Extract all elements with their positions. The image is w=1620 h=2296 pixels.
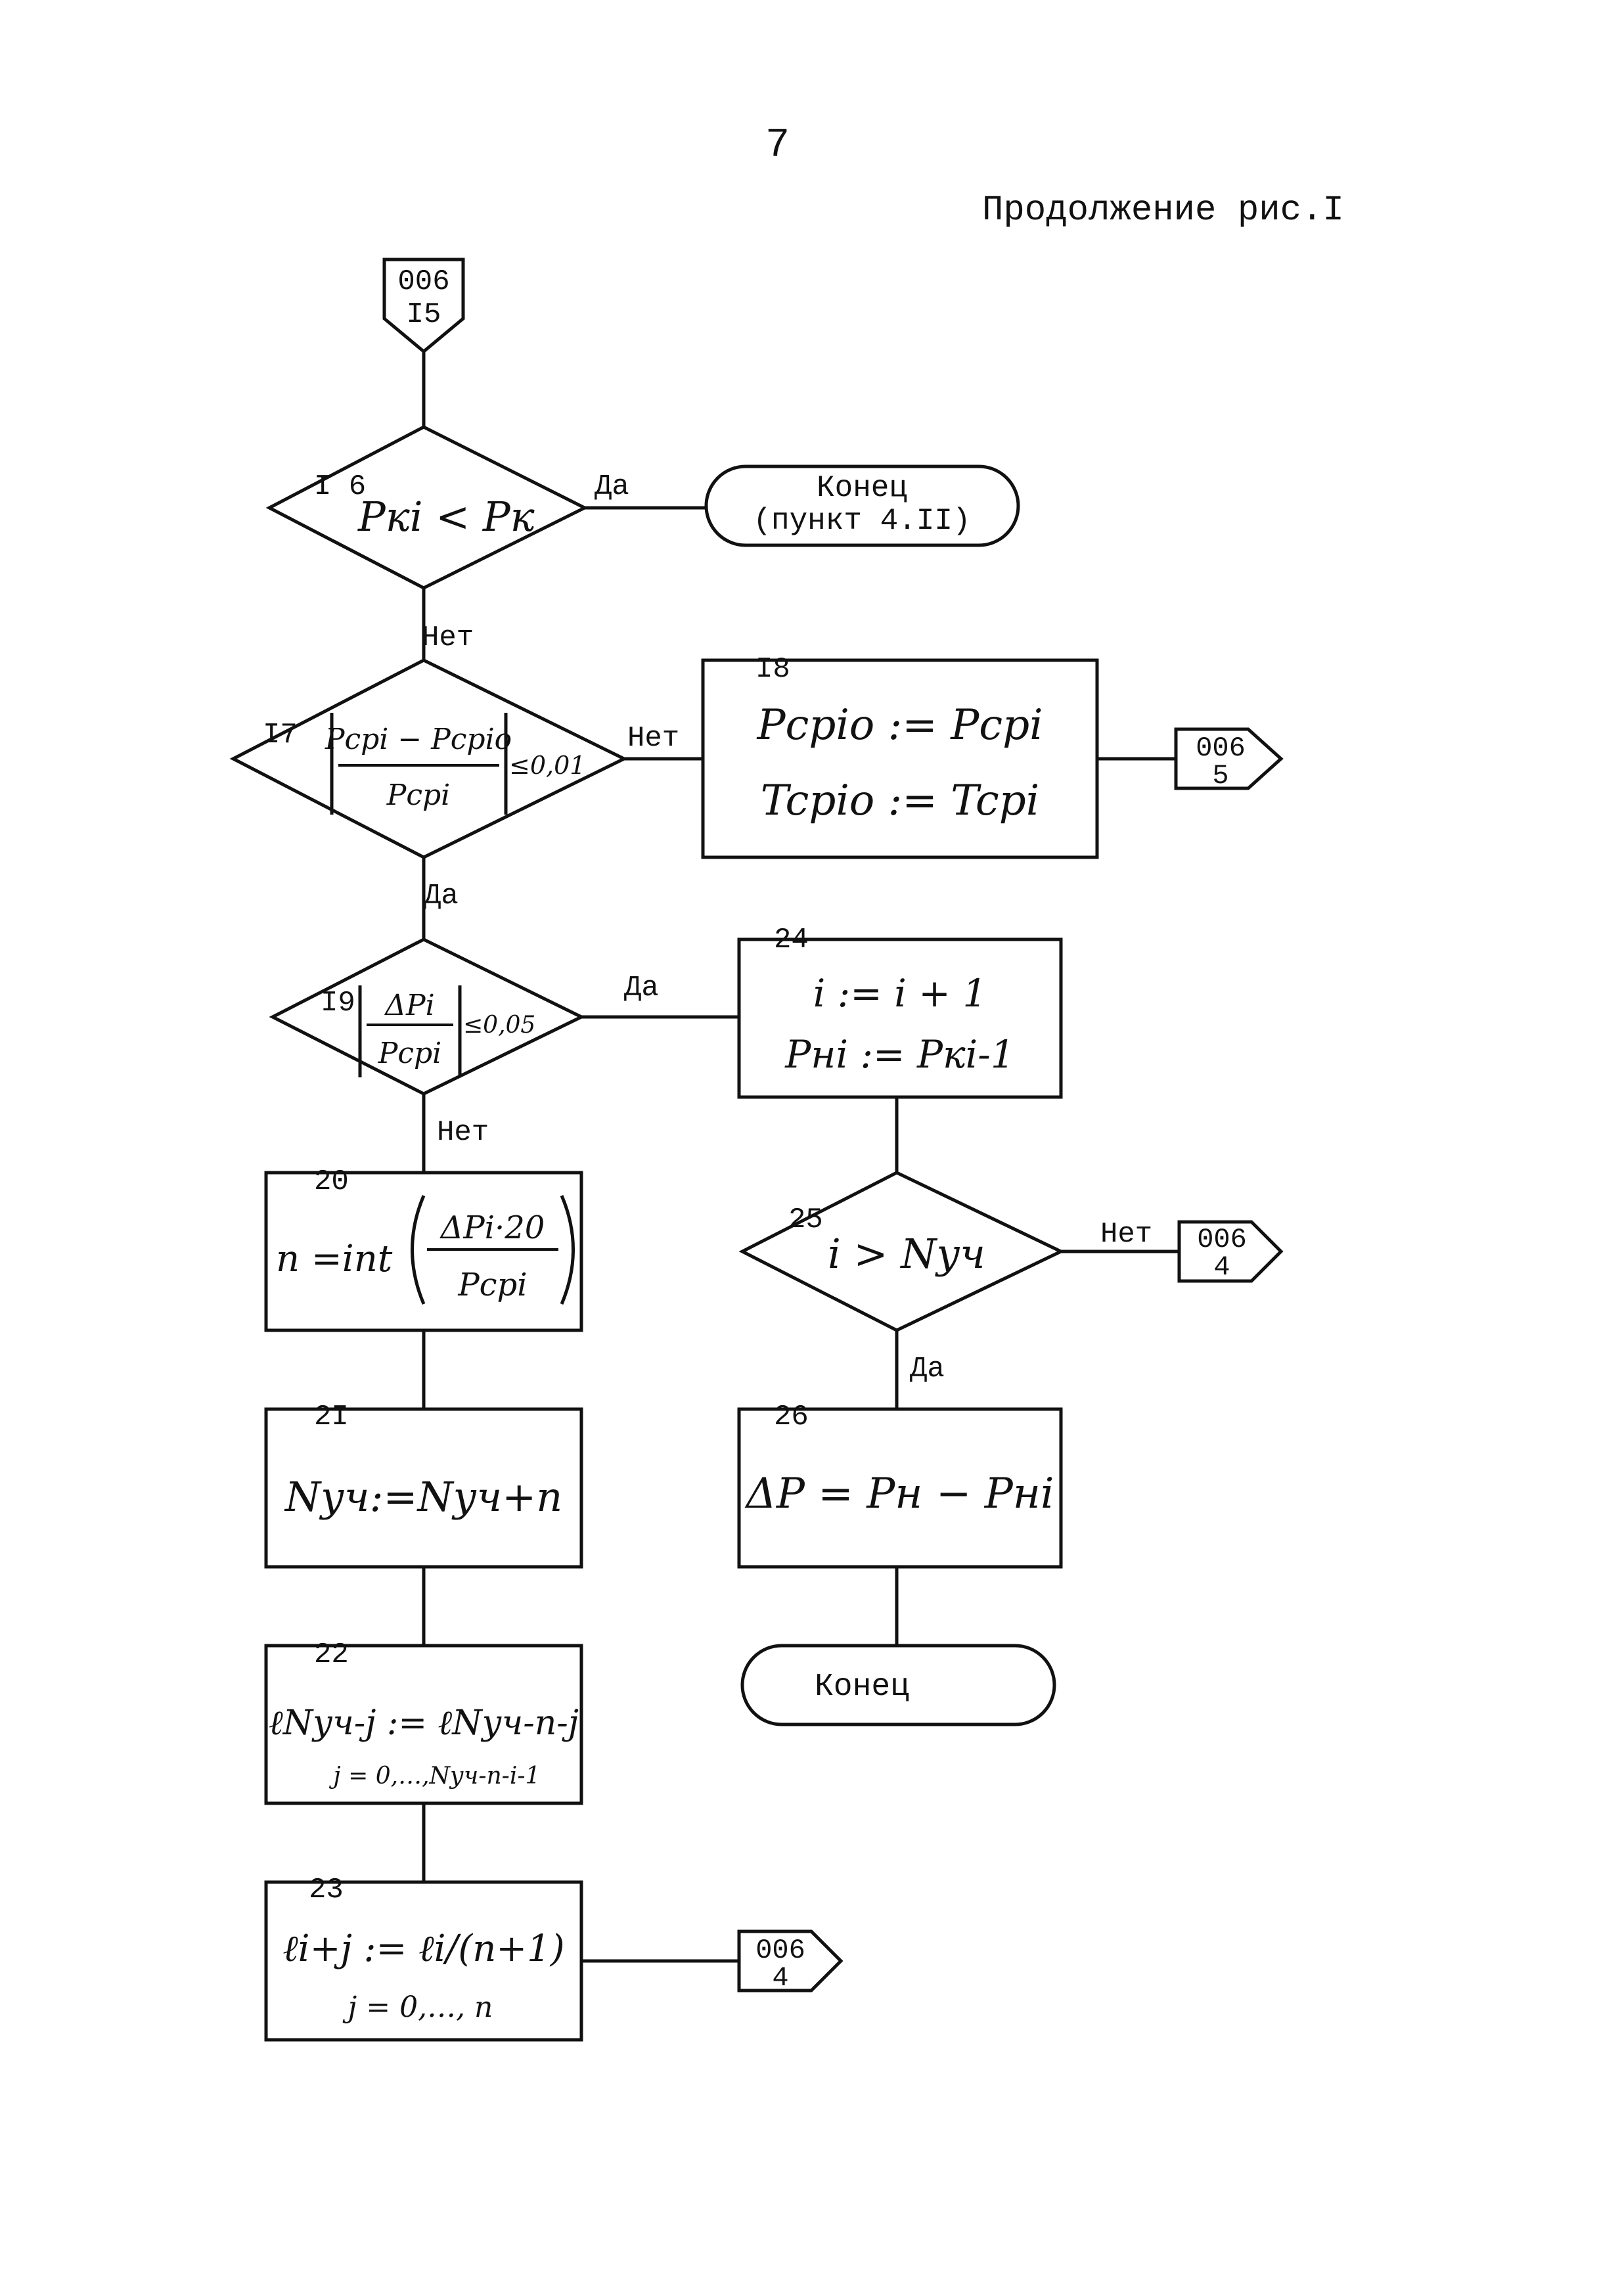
block-22-range: j = 0,…,Nуч-n-i-1 [329,1763,541,1790]
decision-19 [269,937,585,1096]
block-21-formula: Nуч:=Nуч+n [284,1473,562,1521]
block-26-formula: ΔP = Pн − Pнi [744,1470,1054,1518]
process-18 [701,658,1099,859]
block-16-condition: Pкi < Pк [357,493,535,541]
offpage-connector-004-b [737,1929,844,1992]
block-17-number: I7 [263,719,298,752]
block-23-range: j = 0,…, n [342,1991,493,2024]
connector-005-line1: 006 [1196,732,1246,764]
end-1-line1: Конец [817,471,907,505]
connector-004-a-line2: 4 [1213,1251,1230,1283]
block-23-formula: ℓi+j := ℓi/(n+1) [282,1927,564,1970]
decision-16 [265,425,589,590]
block-26-number: 26 [774,1401,809,1433]
process-24 [737,937,1063,1099]
block-16-number: I 6 [314,470,366,503]
block-25-no-label: Нет [1100,1218,1152,1251]
block-17-numerator: Pcpi − Pcpio [325,723,512,756]
block-19-comparison: ≤0,05 [463,1012,535,1039]
block-25-number: 25 [788,1204,823,1236]
block-20-lhs: n =int [276,1238,393,1280]
process-22 [264,1644,583,1805]
block-18-line2: Tcpio := Tcpi [761,777,1039,825]
page-number: 7 [765,122,790,168]
decision-25 [738,1171,1065,1332]
block-19-no-label: Нет [437,1116,489,1149]
connector-004-b-line1: 006 [755,1935,805,1966]
block-19-yes-label: Да [624,972,659,1004]
connector-005-line2: 5 [1212,760,1228,792]
block-24-number: 24 [774,924,809,957]
offpage-connector-entry [382,258,465,354]
block-20-number: 20 [314,1165,349,1198]
block-17-comparison: ≤0,01 [509,751,585,780]
connector-004-b-line2: 4 [772,1962,788,1994]
terminator-end-1 [704,464,1020,547]
block-19-number: I9 [321,987,355,1020]
block-21-number: 2I [314,1401,349,1433]
block-18-line1: Pcpio := Pcpi [756,701,1043,750]
block-22-number: 22 [314,1638,349,1671]
paren-right-20 [560,1195,575,1305]
process-21 [264,1407,583,1569]
process-23 [264,1880,583,2042]
end-2-label: Конец [815,1669,909,1705]
block-18-number: I8 [755,653,790,686]
figure-caption: Продолжение рис.I [982,191,1344,231]
block-20-numerator: ΔPi·20 [439,1209,545,1246]
process-26 [737,1407,1063,1569]
block-25-yes-label: Да [910,1353,945,1385]
block-16-yes-label: Да [595,470,629,503]
block-24-line2: Pнi := Pкi-1 [784,1032,1015,1077]
block-22-formula: ℓNуч-j := ℓNуч-n-j [269,1703,579,1743]
block-17-denominator: Pcpi [386,778,451,812]
block-23-number: 23 [309,1874,344,1906]
block-17-no-label: Нет [627,722,679,755]
connector-004-a-line1: 006 [1197,1224,1247,1255]
entry-connector-line2: I5 [407,298,441,331]
process-20 [264,1171,583,1332]
offpage-connector-005 [1174,727,1284,790]
decision-17 [229,658,628,859]
block-17-yes-label: Да [424,880,459,912]
block-16-no-label: Нет [422,621,474,654]
entry-connector-line1: 006 [397,265,449,298]
block-25-condition: i > Nуч [828,1230,985,1278]
end-1-line2: (пункт 4.II) [753,504,970,538]
terminator-end-2 [740,1644,1056,1726]
block-19-denominator: Pcpi [378,1037,442,1070]
offpage-connector-004-a [1177,1220,1284,1283]
block-20-denominator: Pcpi [457,1267,527,1303]
block-19-numerator: ΔPi [384,989,434,1022]
block-24-line1: i := i + 1 [813,971,987,1016]
paren-left-20 [411,1195,426,1305]
